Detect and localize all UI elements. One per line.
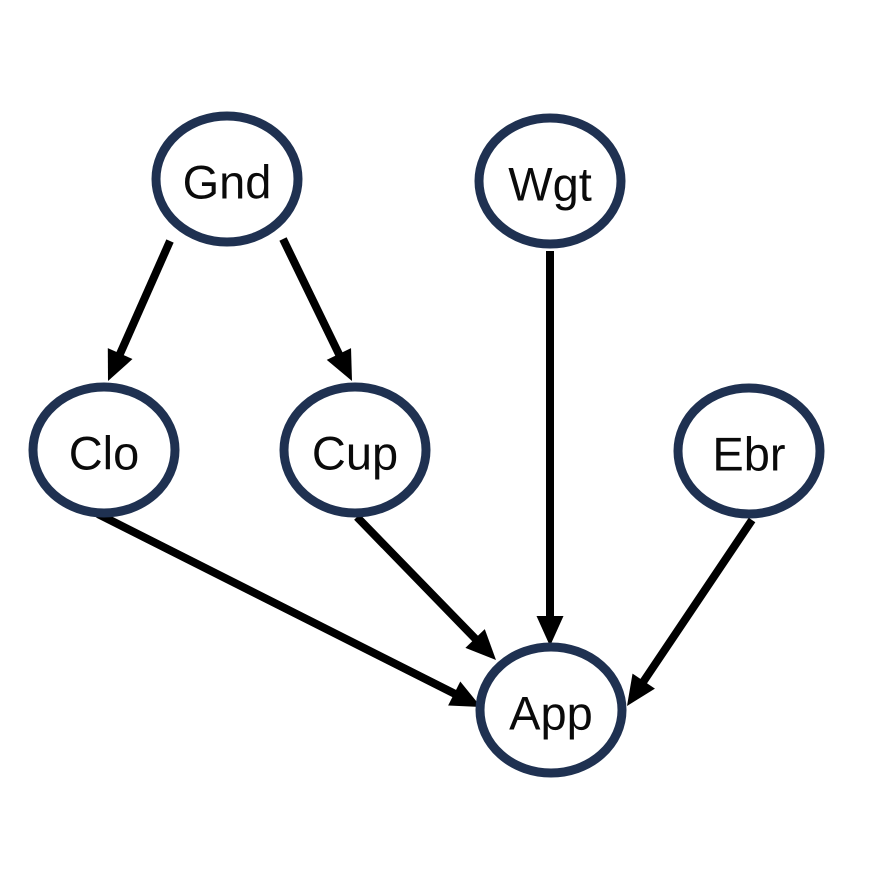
edge-clo-app xyxy=(96,510,481,707)
node-wgt: Wgt xyxy=(474,113,626,249)
arrowhead-icon xyxy=(107,348,133,381)
arrowhead-icon xyxy=(627,673,655,706)
node-label-clo: Clo xyxy=(69,427,140,480)
node-circle xyxy=(151,111,303,247)
edge-shaft xyxy=(113,239,174,363)
node-cup: Cup xyxy=(279,382,431,518)
edge-wgt-app xyxy=(536,251,564,646)
node-circle xyxy=(474,113,626,249)
node-circle xyxy=(673,383,825,519)
node-app: App xyxy=(475,642,627,778)
node-label-cup: Cup xyxy=(312,427,398,480)
edge-ebr-app xyxy=(627,517,756,706)
node-clo: Clo xyxy=(28,382,180,518)
node-label-app: App xyxy=(509,687,593,740)
node-circle xyxy=(475,642,627,778)
edge-shaft xyxy=(279,237,346,363)
node-ebr: Ebr xyxy=(673,383,825,519)
node-circle xyxy=(279,382,431,518)
node-gnd: Gnd xyxy=(151,111,303,247)
arrowhead-icon xyxy=(465,629,496,660)
arrowhead-icon xyxy=(536,616,564,646)
edge-shaft xyxy=(354,514,484,647)
node-circle xyxy=(28,382,180,518)
node-label-ebr: Ebr xyxy=(712,428,785,481)
node-label-wgt: Wgt xyxy=(508,158,592,211)
edge-gnd-cup xyxy=(279,237,352,381)
edge-shaft xyxy=(636,517,756,690)
edge-shaft xyxy=(96,510,463,701)
arrowhead-icon xyxy=(448,681,481,707)
node-label-gnd: Gnd xyxy=(183,156,272,209)
edges-layer xyxy=(96,237,756,707)
arrowhead-icon xyxy=(326,348,352,381)
edge-cup-app xyxy=(354,514,496,660)
edge-gnd-clo xyxy=(107,239,174,381)
